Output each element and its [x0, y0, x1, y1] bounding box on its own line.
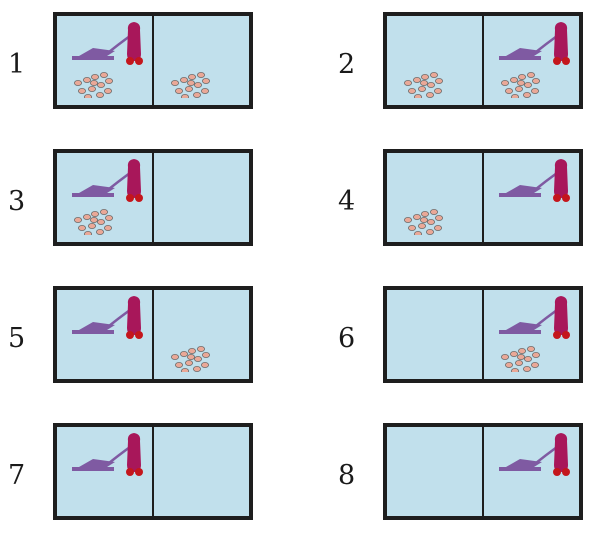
- square-left: [387, 290, 482, 379]
- square-right: [152, 427, 249, 516]
- two-square-world: [383, 12, 583, 109]
- dirt-icon: [73, 207, 115, 237]
- square-right: [152, 290, 249, 379]
- two-square-world: [53, 149, 253, 246]
- state-6: 6: [338, 286, 594, 390]
- square-right: [482, 427, 579, 516]
- two-square-world: [53, 423, 253, 520]
- square-right: [482, 153, 579, 242]
- state-8: 8: [338, 423, 594, 527]
- two-square-world: [53, 286, 253, 383]
- square-left: [387, 16, 482, 105]
- vacuum-icon: [496, 294, 574, 340]
- state-3: 3: [8, 149, 268, 253]
- dirt-icon: [500, 70, 542, 100]
- vacuum-icon: [69, 294, 147, 340]
- dirt-icon: [170, 70, 212, 100]
- two-square-world: [383, 423, 583, 520]
- vacuum-icon: [496, 20, 574, 66]
- two-square-world: [53, 12, 253, 109]
- square-right: [152, 153, 249, 242]
- dirt-icon: [403, 207, 445, 237]
- square-right: [152, 16, 249, 105]
- square-left: [57, 153, 152, 242]
- square-left: [387, 427, 482, 516]
- state-number: 5: [8, 323, 26, 354]
- vacuum-icon: [69, 20, 147, 66]
- vacuum-icon: [496, 157, 574, 203]
- square-left: [387, 153, 482, 242]
- state-1: 1: [8, 12, 268, 116]
- state-number: 3: [8, 186, 26, 217]
- vacuum-icon: [69, 157, 147, 203]
- state-number: 4: [338, 186, 356, 217]
- state-7: 7: [8, 423, 268, 527]
- state-number: 6: [338, 323, 356, 354]
- state-2: 2: [338, 12, 594, 116]
- square-right: [482, 16, 579, 105]
- dirt-icon: [500, 344, 542, 374]
- two-square-world: [383, 286, 583, 383]
- state-number: 1: [8, 49, 26, 80]
- square-left: [57, 427, 152, 516]
- state-number: 8: [338, 460, 356, 491]
- square-left: [57, 16, 152, 105]
- state-number: 7: [8, 460, 26, 491]
- dirt-icon: [73, 70, 115, 100]
- dirt-icon: [403, 70, 445, 100]
- two-square-world: [383, 149, 583, 246]
- dirt-icon: [170, 344, 212, 374]
- vacuum-icon: [496, 431, 574, 477]
- vacuum-icon: [69, 431, 147, 477]
- state-number: 2: [338, 49, 356, 80]
- state-4: 4: [338, 149, 594, 253]
- square-right: [482, 290, 579, 379]
- square-left: [57, 290, 152, 379]
- state-5: 5: [8, 286, 268, 390]
